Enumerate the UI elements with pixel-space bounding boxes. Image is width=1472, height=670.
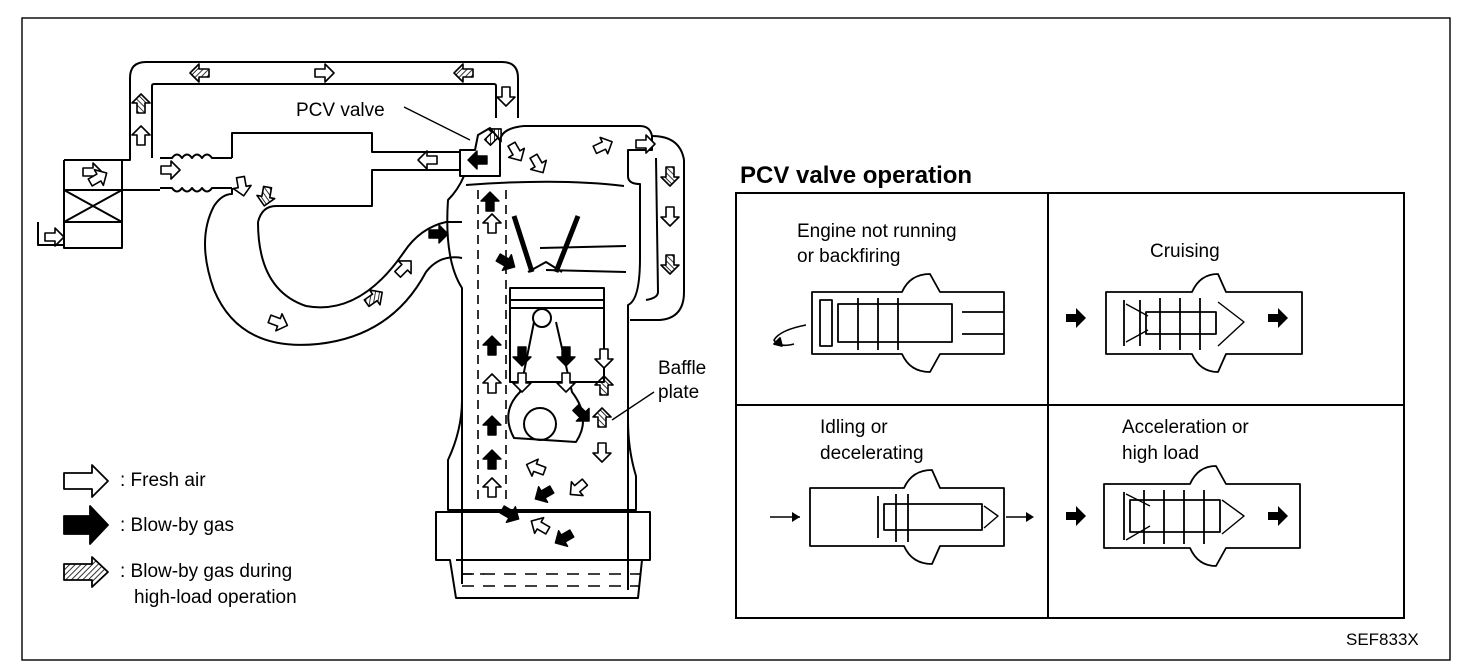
figure-frame — [21, 17, 1451, 661]
hose-bellows — [160, 153, 232, 159]
legend-symbols — [63, 464, 109, 588]
legend-high-load-label-line1: : Blow-by gas during — [120, 561, 293, 582]
breather-hose-inner — [151, 83, 497, 158]
cell-acceleration-line2: high load — [1122, 443, 1200, 464]
idling-inlet-arrow — [792, 512, 800, 522]
baffle-plate-label-line2: plate — [658, 382, 700, 403]
legend-fresh-air-icon — [63, 464, 109, 498]
legend-fresh-air-label: : Fresh air — [120, 470, 206, 491]
valve-not-running — [773, 273, 1005, 373]
cruising-inlet-arrow — [1066, 308, 1086, 328]
engine-block-left — [446, 175, 465, 584]
cruising-outlet-arrow — [1268, 308, 1288, 328]
pcv-operation-grid — [735, 192, 1405, 619]
cell-not-running-line1: Engine not running — [797, 221, 957, 242]
pcv-operation-title: PCV valve operation — [740, 162, 973, 189]
air-cleaner-box — [63, 160, 123, 249]
reference-code: SEF833X — [1346, 630, 1419, 649]
legend-high-load-icon — [63, 556, 109, 588]
cell-idling-line1: Idling or — [820, 417, 888, 438]
acceleration-outlet-arrow — [1268, 506, 1288, 526]
cell-cruising-line1: Cruising — [1150, 241, 1220, 262]
idling-outlet-arrow — [1026, 512, 1034, 522]
intake-collector-top — [231, 132, 460, 158]
pcv-valve-leader — [403, 106, 471, 141]
engine-block-right — [499, 125, 653, 590]
intake-collector-bottom — [257, 169, 460, 223]
legend-blow-by-icon — [63, 505, 109, 545]
engine-diagram — [37, 61, 685, 599]
valve-idling — [809, 469, 1005, 565]
cell-not-running-line2: or backfiring — [797, 246, 901, 267]
oil-level-lines — [462, 573, 640, 587]
breather-hose-outer — [129, 61, 519, 155]
valve-cruising — [1105, 273, 1303, 373]
baffle-plate-label-line1: Baffle — [658, 358, 707, 379]
acceleration-inlet-arrow — [1066, 506, 1086, 526]
pcv-valve-label: PCV valve — [296, 100, 385, 121]
cell-idling-line2: decelerating — [820, 443, 924, 464]
oil-pan — [435, 511, 651, 599]
cell-acceleration-line1: Acceleration or — [1122, 417, 1249, 438]
legend-blow-by-label: : Blow-by gas — [120, 515, 235, 536]
valve-acceleration — [1103, 465, 1301, 567]
legend-high-load-label-line2: high-load operation — [134, 587, 297, 608]
